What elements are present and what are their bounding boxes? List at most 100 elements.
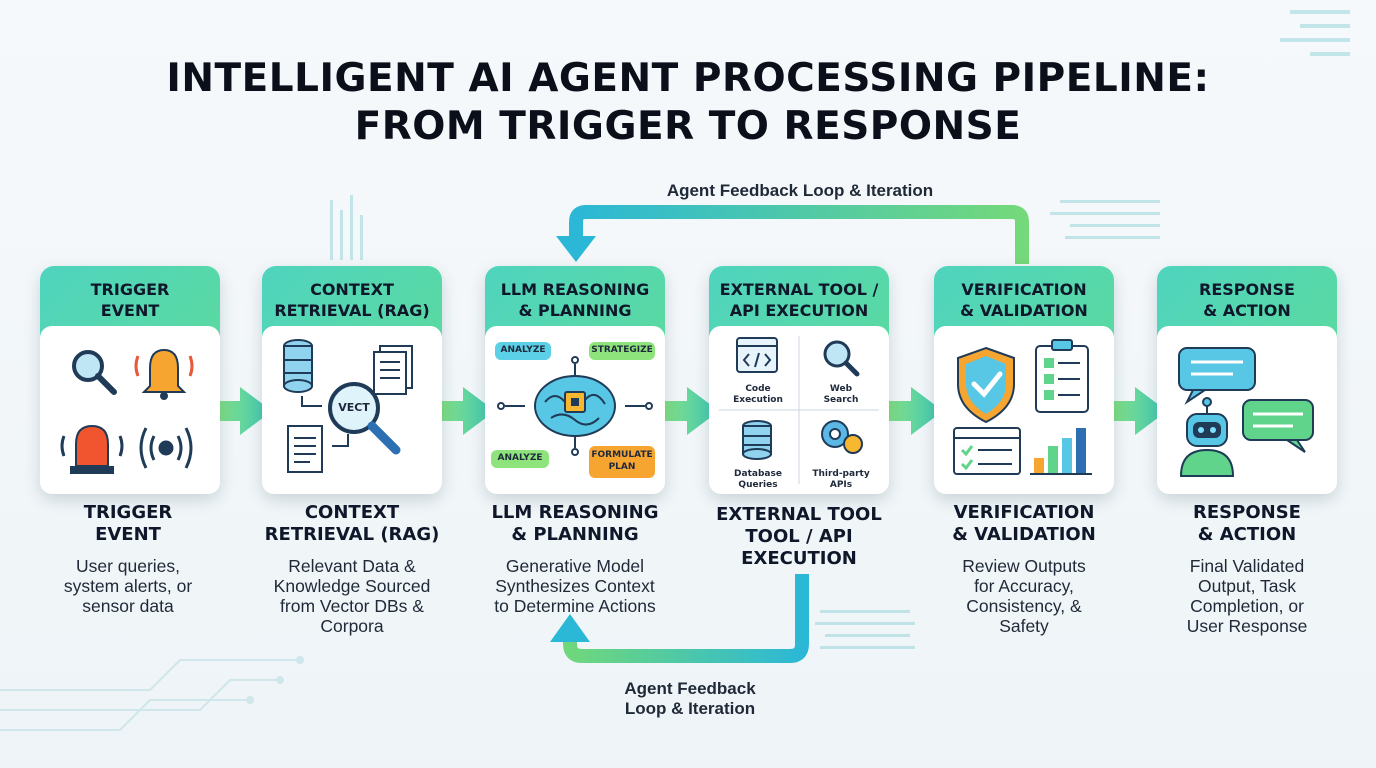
desc-line: Safety (999, 616, 1049, 636)
stage-label-trigger: TRIGGER EVENT (28, 502, 228, 546)
stage-card-title: EXTERNAL TOOL /API EXECUTION (713, 276, 885, 324)
robot-icon (1179, 397, 1235, 477)
flow-arrow-1 (209, 387, 272, 435)
stage-label-line-3: EXECUTION (741, 548, 857, 569)
brain-chip-icon (534, 375, 616, 437)
desc-line: Review Outputs (962, 556, 1086, 576)
stage-description-response: Final Validated Output, Task Completion,… (1147, 556, 1347, 636)
circuit-decoration (0, 656, 304, 731)
desc-line: Synthesizes Context (495, 576, 655, 596)
card-title-line-2: EVENT (100, 301, 160, 320)
desc-line: User queries, (75, 556, 181, 576)
feedback-loop-top-arrowhead (556, 236, 596, 262)
documents-icon (373, 345, 413, 395)
search-icon (823, 340, 860, 377)
card-title-line-2: & VALIDATION (960, 301, 1088, 320)
stage-card-body (1157, 326, 1337, 494)
stage-label-line-1: TRIGGER (83, 502, 173, 523)
stage-label-line-1: VERIFICATION (953, 502, 1095, 523)
desc-line: Corpora (320, 616, 384, 636)
tool-label: Execution (733, 395, 783, 405)
desc-line: sensor data (82, 596, 174, 616)
stage-description-trigger: User queries, system alerts, or sensor d… (28, 556, 228, 616)
card-title-line-2: API EXECUTION (729, 301, 869, 320)
signal-icon (139, 427, 193, 469)
stage-label-line-2: TOOL / API (745, 526, 853, 547)
stage-label-verification: VERIFICATION & VALIDATION (924, 502, 1124, 546)
alarm-light-icon (60, 424, 124, 474)
tag-plan: PLAN (608, 462, 636, 472)
desc-line: Knowledge Sourced (273, 576, 431, 596)
stage-card-title: VERIFICATION& VALIDATION (938, 276, 1110, 324)
desc-line: Completion, or (1190, 596, 1304, 616)
database-icon (283, 339, 313, 393)
stage-description-llm: Generative Model Synthesizes Context to … (475, 556, 675, 616)
shield-check-icon (957, 346, 1015, 424)
stage-card-body (40, 326, 220, 494)
desc-line: to Determine Actions (494, 596, 656, 616)
gear-api-icon (821, 420, 863, 454)
stage-card-title: RESPONSE& ACTION (1161, 276, 1333, 324)
stage-label-line-2: & PLANNING (511, 524, 639, 545)
stage-card-verification: VERIFICATION& VALIDATION (934, 266, 1114, 494)
tool-label: Third-party (812, 469, 870, 479)
stage-label-line-2: & VALIDATION (952, 524, 1096, 545)
feedback-bottom-line-2: Loop & Iteration (624, 699, 756, 718)
tag-analyze-bottom-bg (491, 450, 549, 468)
card-title-line-2: RETRIEVAL (RAG) (274, 301, 430, 320)
tool-label: APIs (829, 480, 853, 490)
browser-check-icon (953, 427, 1021, 475)
stage-card-body: VECT (262, 326, 442, 494)
connector-arrow (332, 434, 349, 447)
tag-strategize: STRATEGIZE (591, 345, 653, 355)
tool-label: Web (829, 384, 853, 394)
flow-arrows (209, 387, 1167, 435)
tag-formulate-bg (589, 446, 655, 478)
chat-bubble-icon (1178, 347, 1256, 405)
stage-card-context-retrieval: CONTEXT RETRIEVAL (RAG) (262, 266, 442, 494)
flow-arrow-5 (1104, 387, 1167, 435)
stage-label-line-1: CONTEXT (304, 502, 400, 523)
checklist-icon (1035, 339, 1089, 413)
tag-analyze-top: ANALYZE (500, 345, 546, 355)
flow-arrow-3 (656, 387, 719, 435)
feedback-loop-bottom-arrow (563, 574, 809, 663)
page-title-line-2: FROM TRIGGER TO RESPONSE (354, 104, 1022, 149)
stage-card-body: ANALYZE STRATEGIZE ANALYZE FORMULATE PLA… (485, 326, 665, 494)
feedback-loop-top-arrow (569, 205, 1029, 264)
code-icon (736, 337, 778, 373)
feedback-loop-top-label: Agent Feedback Loop & Iteration (666, 181, 934, 200)
tool-label: Code (745, 384, 771, 394)
desc-line: Consistency, & (966, 596, 1082, 616)
flow-arrow-4 (880, 387, 943, 435)
stage-card-external-tool: EXTERNAL TOOL /API EXECUTION (709, 266, 889, 494)
stage-label-line-2: & ACTION (1197, 524, 1297, 545)
tool-label: Queries (738, 480, 778, 490)
tag-analyze-top-bg (495, 342, 551, 360)
database-icon (742, 420, 772, 460)
stage-card-llm-reasoning: LLM REASONING& PLANNING ANALYZE STRATEG (485, 266, 665, 494)
bell-icon (134, 348, 194, 400)
card-title-line-1: CONTEXT (310, 280, 394, 299)
circuit-lines (497, 356, 653, 456)
stage-label-external-tool: EXTERNAL TOOL TOOL / API EXECUTION (699, 504, 899, 570)
stage-label-line-1: EXTERNAL TOOL (716, 504, 882, 525)
stage-label-llm: LLM REASONING & PLANNING (475, 502, 675, 546)
stage-label-line-1: LLM REASONING (491, 502, 659, 523)
card-title-line-1: TRIGGER (90, 280, 170, 299)
connector-arrow (301, 396, 322, 407)
tool-label: Database (734, 469, 782, 479)
card-title-line-2: & PLANNING (518, 301, 632, 320)
feedback-loop-bottom-arrowhead (550, 614, 590, 642)
feedback-loop-bottom-label: Agent Feedback Loop & Iteration (560, 679, 820, 719)
magnifier-text: VECT (338, 401, 370, 414)
desc-line: Generative Model (505, 556, 645, 576)
stage-label-line-2: RETRIEVAL (RAG) (264, 524, 440, 545)
desc-line: User Response (1186, 616, 1308, 636)
stage-card-response-action: RESPONSE& ACTION (1157, 266, 1337, 494)
stage-description-verification: Review Outputs for Accuracy, Consistency… (924, 556, 1124, 636)
